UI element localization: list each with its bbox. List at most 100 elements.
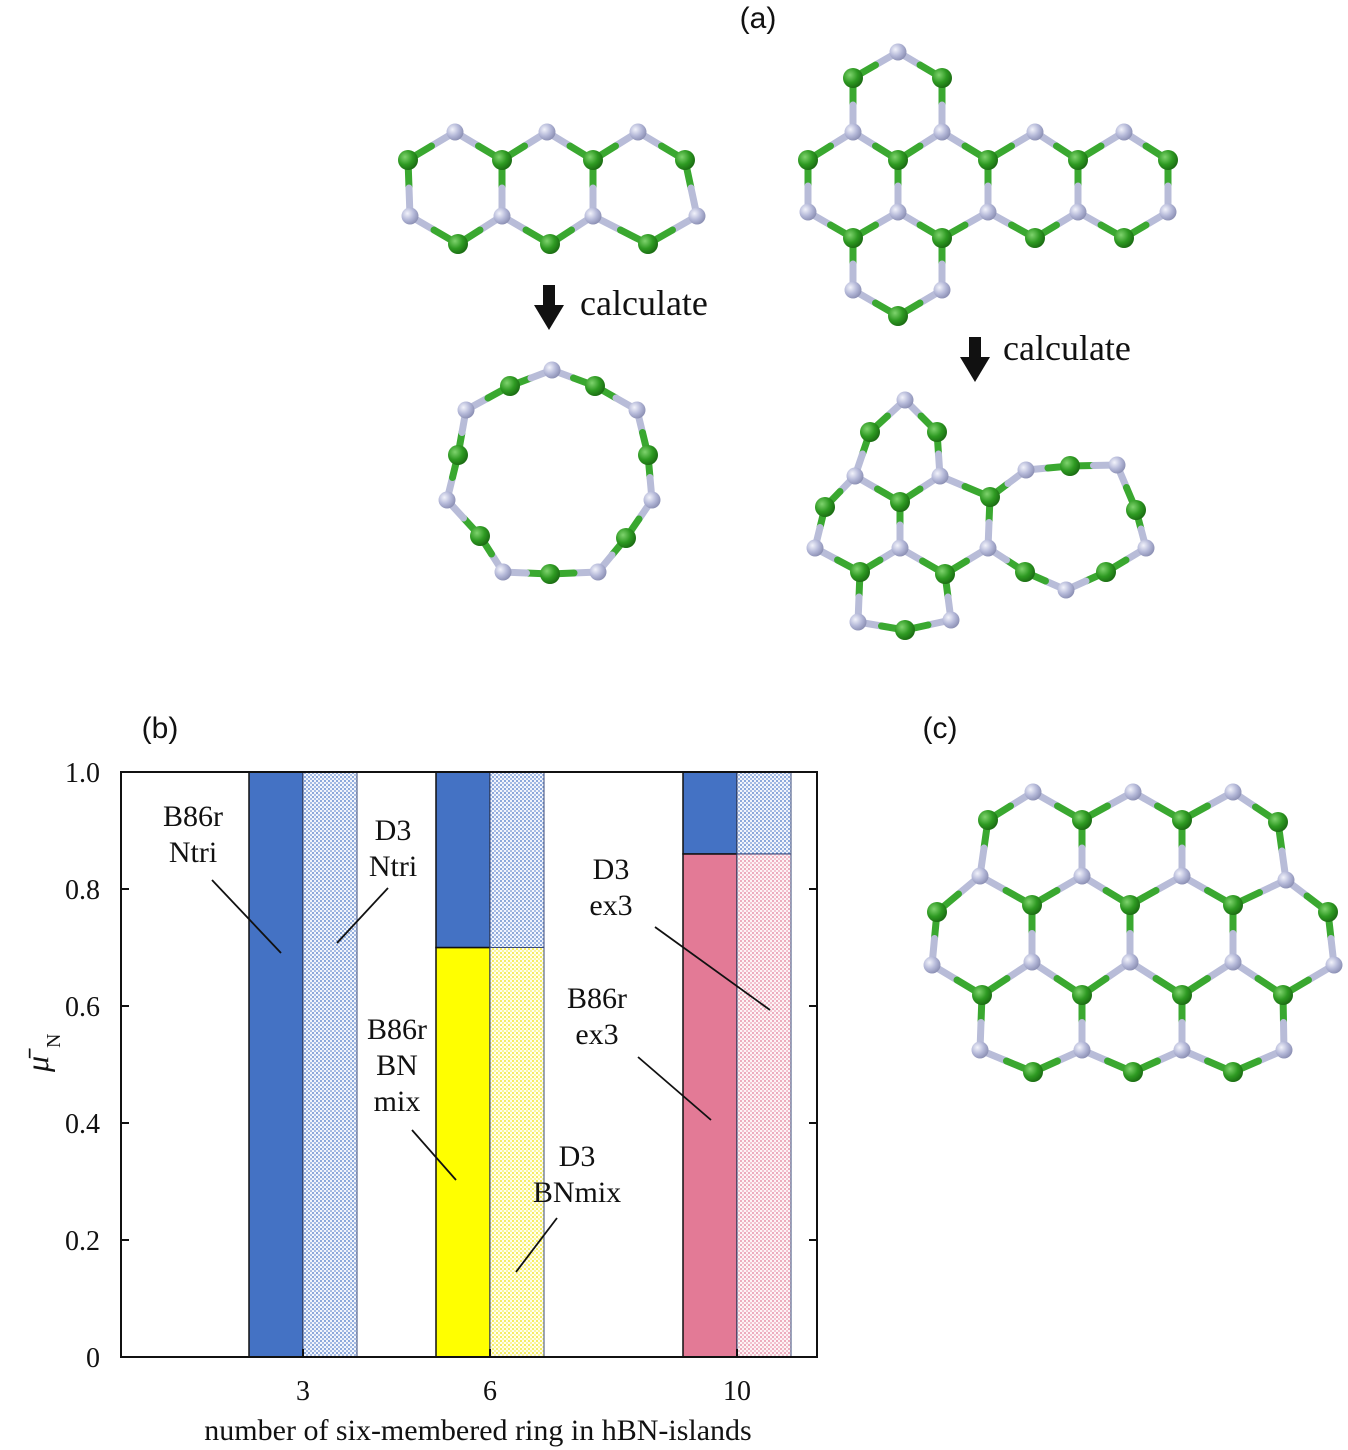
nitrogen-atom [688, 207, 706, 225]
boron-atom [927, 902, 947, 922]
nitrogen-atom [846, 467, 864, 485]
bar-3-b86r-ntri [248, 771, 304, 1358]
boron-atom [1123, 1062, 1143, 1082]
arrow-down-icon [543, 285, 555, 305]
boron-atom [972, 985, 992, 1005]
boron-atom [895, 620, 915, 640]
annotation-leader [411, 1129, 457, 1181]
boron-atom [1223, 895, 1243, 915]
bar-6-b86r-bnmix [435, 946, 491, 1358]
boron-atom [843, 68, 863, 88]
bar-6-b86r-ntri [435, 771, 491, 949]
boron-atom [398, 150, 418, 170]
boron-atom [1015, 562, 1035, 582]
nitrogen-atom [1115, 123, 1133, 141]
calculate-label-left: calculate [580, 283, 708, 323]
bar-10-b86r-ex3 [682, 853, 738, 1358]
boron-atom [935, 564, 955, 584]
nitrogen-atom [584, 207, 602, 225]
panel-label-a: (a) [740, 2, 777, 35]
boron-atom [638, 445, 658, 465]
boron-atom [815, 497, 835, 517]
boron-atom [798, 150, 818, 170]
nitrogen-atom [923, 956, 941, 974]
annotation-line: D3 [559, 1140, 596, 1173]
boron-atom [448, 234, 468, 254]
nitrogen-atom [849, 613, 867, 631]
bar-6-d3-bnmix [489, 947, 545, 1358]
nitrogen-atom [971, 867, 989, 885]
boron-atom [492, 150, 512, 170]
nitrogen-atom [543, 361, 561, 379]
molecule-a-ring-result [438, 361, 661, 584]
boron-atom [978, 150, 998, 170]
nitrogen-atom [457, 401, 475, 419]
nitrogen-atom [1069, 203, 1087, 221]
boron-atom [980, 487, 1000, 507]
nitrogen-atom [933, 123, 951, 141]
bar-10-d3-ex3 [736, 853, 792, 1358]
boron-atom [500, 376, 520, 396]
x-tick-label: 6 [483, 1376, 497, 1407]
boron-atom [860, 422, 880, 442]
boron-atom [540, 564, 560, 584]
bar-3-d3-ntri [302, 771, 358, 1358]
panel-label-b: (b) [142, 712, 179, 745]
nitrogen-atom [1224, 783, 1242, 801]
nitrogen-atom [896, 391, 914, 409]
boron-atom [978, 810, 998, 830]
nitrogen-atom [1325, 956, 1343, 974]
boron-atom [470, 526, 490, 546]
nitrogen-atom [1073, 1041, 1091, 1059]
nitrogen-atom [438, 491, 456, 509]
boron-atom [1120, 895, 1140, 915]
nitrogen-atom [629, 123, 647, 141]
nitrogen-atom [1137, 539, 1155, 557]
nitrogen-atom [806, 539, 824, 557]
boron-atom [1273, 985, 1293, 1005]
boron-atom [1126, 500, 1146, 520]
arrow-down-icon [969, 337, 981, 357]
nitrogen-atom [1275, 1041, 1293, 1059]
nitrogen-atom [1023, 953, 1041, 971]
nitrogen-atom [933, 281, 951, 299]
boron-atom [932, 68, 952, 88]
panel-label-c: (c) [923, 712, 958, 745]
nitrogen-atom [1026, 123, 1044, 141]
boron-atom [888, 150, 908, 170]
nitrogen-atom [889, 43, 907, 61]
nitrogen-atom [589, 563, 607, 581]
boron-atom [1025, 228, 1045, 248]
boron-atom [1268, 812, 1288, 832]
plot-frame [120, 771, 818, 1358]
nitrogen-atom [538, 123, 556, 141]
annotation-leader [654, 926, 771, 1011]
nitrogen-atom [844, 123, 862, 141]
bars-layer [248, 771, 792, 1358]
boron-atom [927, 422, 947, 442]
calculate-arrow-left: calculate [534, 283, 708, 330]
annotation-leader [336, 887, 389, 944]
annotation-line: D3 [375, 814, 412, 847]
nitrogen-atom [628, 401, 646, 419]
calculate-label-right: calculate [1003, 328, 1131, 368]
nitrogen-atom [1057, 581, 1075, 599]
nitrogen-atom [493, 207, 511, 225]
boron-atom [1172, 985, 1192, 1005]
boron-atom [1223, 1062, 1243, 1082]
y-tick-label: 0.6 [65, 992, 100, 1023]
annotation-line: B86r [163, 800, 223, 833]
annotation-leader [211, 879, 282, 954]
y-tick-label: 1.0 [65, 758, 100, 789]
boron-atom [1060, 456, 1080, 476]
